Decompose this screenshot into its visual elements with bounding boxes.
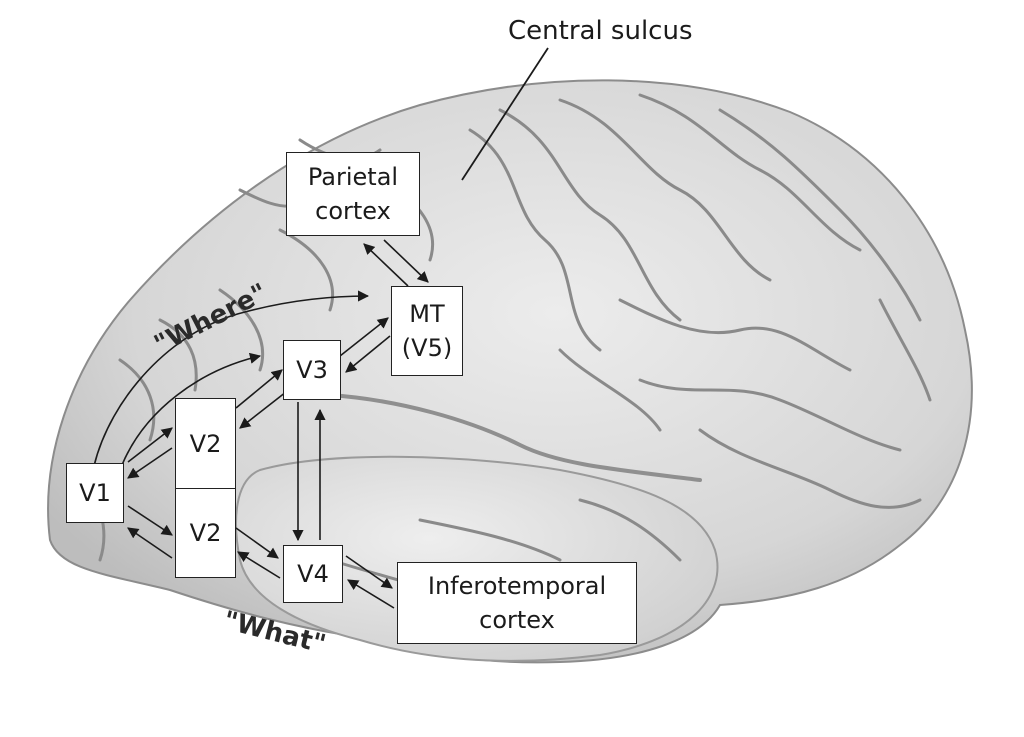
arrow-parietal-mt: [383, 239, 429, 283]
arrow-it-v4: [347, 579, 395, 609]
parietal-cortex-box: Parietal cortex: [286, 152, 420, 236]
arrow-v1-mt-outer: [93, 290, 370, 467]
arrow-v2l-v1: [127, 527, 173, 559]
v3-box: V3: [283, 340, 341, 400]
arrow-v1-v2u-up: [127, 427, 173, 463]
arrow-mt-v3: [345, 335, 391, 373]
v2-lower-box: V2: [175, 488, 236, 578]
arrow-v3-mt: [339, 317, 389, 357]
inferotemporal-cortex-box: Inferotemporal cortex: [397, 562, 637, 644]
v2-upper-box: V2: [175, 398, 236, 490]
arrow-v2l-v4: [235, 527, 279, 559]
arrow-v4-v2l: [237, 551, 281, 579]
central-sulcus-pointer: [461, 47, 549, 181]
gyri-texture: [78, 93, 932, 602]
v1-box: V1: [66, 463, 124, 523]
arrow-v2u-v3: [235, 369, 283, 409]
central-sulcus-label: Central sulcus: [508, 16, 693, 46]
arrow-v1-v2l: [127, 505, 173, 536]
mt-v5-box: MT (V5): [391, 286, 463, 376]
arrow-v2u-v1-down: [127, 447, 173, 479]
arrow-v1-v3-inner: [121, 352, 262, 466]
lateral-sulcus: [328, 393, 702, 482]
arrow-mt-parietal: [363, 243, 409, 287]
arrow-v3-v2u: [239, 391, 287, 429]
v4-box: V4: [283, 545, 343, 603]
arrow-v4-it: [345, 555, 393, 589]
